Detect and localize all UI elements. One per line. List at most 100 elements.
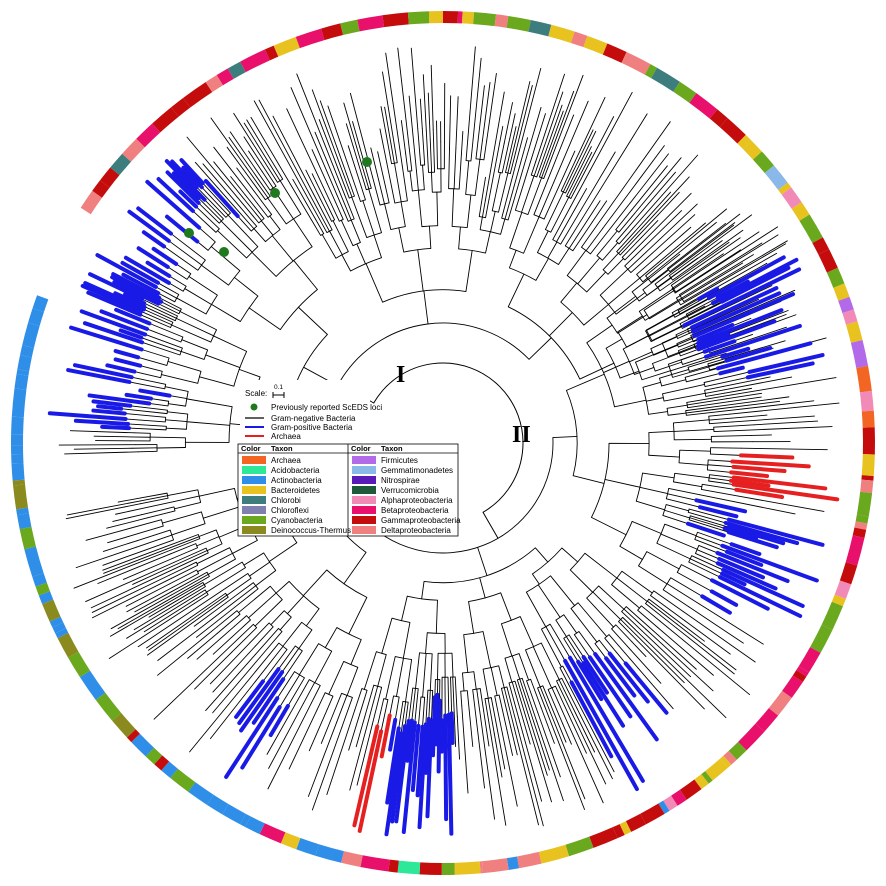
branch (336, 195, 349, 222)
leaf-branch (405, 718, 414, 763)
ring-segment (728, 741, 747, 760)
branch (172, 576, 210, 598)
leaf-branch (692, 292, 796, 339)
branch (672, 256, 706, 281)
ring-segment (388, 859, 399, 873)
ring-segment (216, 68, 234, 86)
leaf-branch (574, 188, 588, 211)
branch-arc (383, 698, 389, 701)
branch (621, 570, 653, 594)
branch (637, 609, 659, 628)
branch (402, 621, 411, 659)
leaf-branch (734, 487, 785, 500)
leaf-branch (540, 91, 564, 157)
leaf-branch (453, 711, 457, 748)
branch (598, 639, 611, 655)
leaf-branch (250, 116, 313, 221)
branch (478, 201, 482, 218)
branch-arc (228, 406, 233, 443)
branch (463, 634, 469, 673)
branch (708, 477, 732, 482)
leaf-branch (712, 254, 754, 280)
ScEDS-locus-marker (219, 247, 229, 257)
leaf-branch (477, 85, 485, 143)
leaf-branch (455, 96, 459, 149)
taxon-swatch (242, 476, 266, 484)
branch (710, 447, 742, 449)
branch (569, 569, 594, 593)
taxon-name: Firmicutes (381, 456, 418, 465)
branch (244, 194, 265, 219)
branch-arc (569, 552, 586, 571)
ring-segment (538, 844, 570, 864)
branch (422, 696, 426, 728)
leaf-branch (73, 549, 172, 589)
leaf-branch (108, 602, 195, 659)
leaf-branch (645, 203, 698, 253)
leaf-branch (549, 711, 586, 800)
branch (348, 596, 368, 635)
branch (521, 677, 538, 722)
leaf-branch (568, 725, 604, 804)
branch-arc (352, 242, 361, 247)
ring-segment (855, 514, 869, 524)
branch (690, 323, 719, 336)
branch (615, 292, 646, 315)
branch (363, 651, 377, 690)
leaf-branch (102, 549, 146, 566)
branch (709, 344, 734, 354)
branch (661, 379, 687, 387)
leaf-branch (547, 114, 575, 180)
branch (415, 170, 419, 191)
leaf-branch (117, 596, 174, 630)
branch (225, 582, 254, 604)
leaf-branch (717, 289, 796, 324)
ring-segment (781, 187, 802, 209)
leaf-branch (696, 226, 779, 280)
leaf-branch (196, 625, 236, 660)
leaf-branch (73, 363, 134, 380)
leaf-branch (728, 402, 840, 415)
taxon-swatch (352, 496, 376, 504)
branch (254, 599, 283, 627)
branch (172, 573, 200, 588)
branch (390, 142, 395, 164)
leaf-branch (541, 104, 563, 165)
branch-arc (376, 651, 387, 656)
leaf-branch (66, 500, 141, 516)
branch (636, 256, 657, 275)
branch (620, 619, 649, 647)
ring-segment (136, 123, 161, 148)
branch (547, 689, 564, 725)
ring-segment (834, 580, 852, 600)
branch (533, 178, 549, 216)
scale-value: 0.1 (274, 384, 283, 391)
branch (421, 128, 426, 166)
leaf-branch (134, 591, 173, 613)
branch (235, 619, 251, 635)
branch (490, 667, 498, 696)
leaf-branch (696, 323, 735, 341)
branch (210, 246, 241, 272)
leaf-branch (747, 353, 825, 374)
ring-segment (315, 844, 344, 863)
branch (276, 671, 295, 699)
branch (648, 598, 684, 626)
branch (351, 196, 368, 239)
leaf-branch (308, 709, 328, 752)
leaf-branch (145, 260, 172, 278)
branch (341, 697, 353, 728)
branch (437, 652, 439, 681)
branch (425, 130, 429, 173)
branch-arc (642, 289, 648, 296)
branch (479, 577, 486, 599)
leaf-branch (642, 621, 697, 670)
ring-segment (812, 237, 830, 255)
branch (476, 688, 481, 717)
leaf-branch (506, 728, 514, 756)
leaf-branch (468, 709, 474, 747)
leaf-branch (272, 115, 314, 195)
ring-segment (651, 67, 680, 92)
ring-segment (644, 64, 658, 79)
branch-arc (617, 331, 627, 348)
